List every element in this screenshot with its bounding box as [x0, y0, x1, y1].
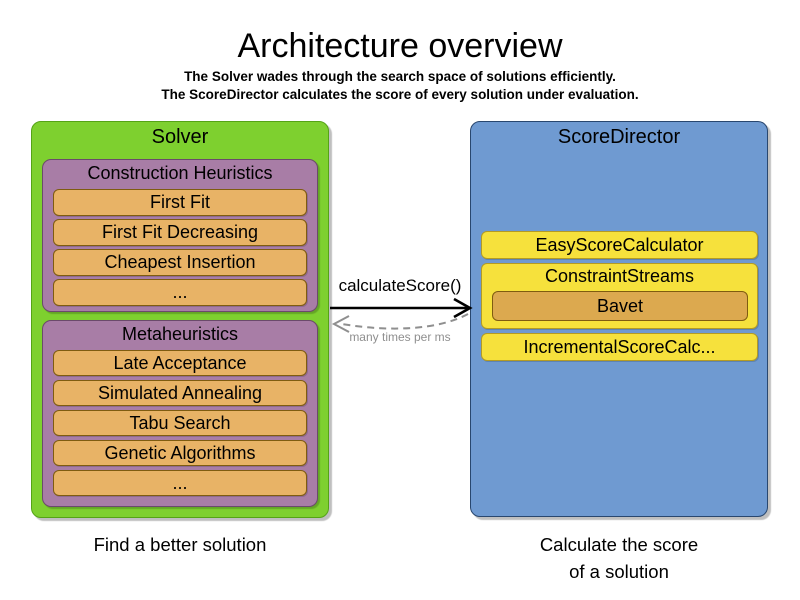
frequency-label: many times per ms	[349, 330, 451, 344]
calculate-score-arrow	[330, 297, 473, 319]
constraint-streams-label: ConstraintStreams	[544, 266, 695, 286]
item-first-fit-decreasing: First Fit Decreasing	[53, 219, 307, 246]
item-construction-more: ...	[53, 279, 307, 306]
solver-box: Solver Construction Heuristics First Fit…	[31, 121, 329, 518]
construction-heuristics-items: First Fit First Fit Decreasing Cheapest …	[53, 189, 307, 306]
item-bavet: Bavet	[492, 291, 748, 321]
calculate-score-label: calculateScore()	[338, 276, 462, 295]
item-incremental-score-calculator: IncrementalScoreCalc...	[481, 333, 758, 361]
construction-heuristics-label: Construction Heuristics	[87, 163, 273, 183]
subtitle-line-1: The Solver wades through the search spac…	[184, 69, 616, 84]
solver-label: Solver	[151, 126, 209, 148]
construction-heuristics-box: Construction Heuristics First Fit First …	[42, 159, 318, 312]
item-tabu-search: Tabu Search	[53, 410, 307, 436]
item-cheapest-insertion: Cheapest Insertion	[53, 249, 307, 276]
metaheuristics-box: Metaheuristics Late Acceptance Simulated…	[42, 320, 318, 507]
caption-calculate-score-line-1: Calculate the score	[539, 534, 699, 555]
item-constraint-streams: ConstraintStreams Bavet	[481, 263, 758, 329]
item-easy-score-calculator: EasyScoreCalculator	[481, 231, 758, 259]
caption-find-better-solution: Find a better solution	[93, 534, 267, 555]
subtitle-line-2: The ScoreDirector calculates the score o…	[161, 87, 639, 102]
item-genetic-algorithms: Genetic Algorithms	[53, 440, 307, 466]
item-late-acceptance: Late Acceptance	[53, 350, 307, 376]
metaheuristics-items: Late Acceptance Simulated Annealing Tabu…	[53, 350, 307, 496]
connection-arrows	[330, 297, 473, 333]
item-simulated-annealing: Simulated Annealing	[53, 380, 307, 406]
score-director-box: ScoreDirector EasyScoreCalculator Constr…	[470, 121, 768, 517]
return-arrow	[331, 313, 469, 333]
page-title: Architecture overview	[237, 27, 563, 65]
metaheuristics-label: Metaheuristics	[121, 324, 239, 344]
caption-calculate-score-line-2: of a solution	[569, 561, 669, 582]
caption-calculate-score: Calculate the score of a solution	[470, 531, 768, 585]
item-metaheuristics-more: ...	[53, 470, 307, 496]
score-director-label: ScoreDirector	[557, 126, 681, 148]
item-first-fit: First Fit	[53, 189, 307, 216]
